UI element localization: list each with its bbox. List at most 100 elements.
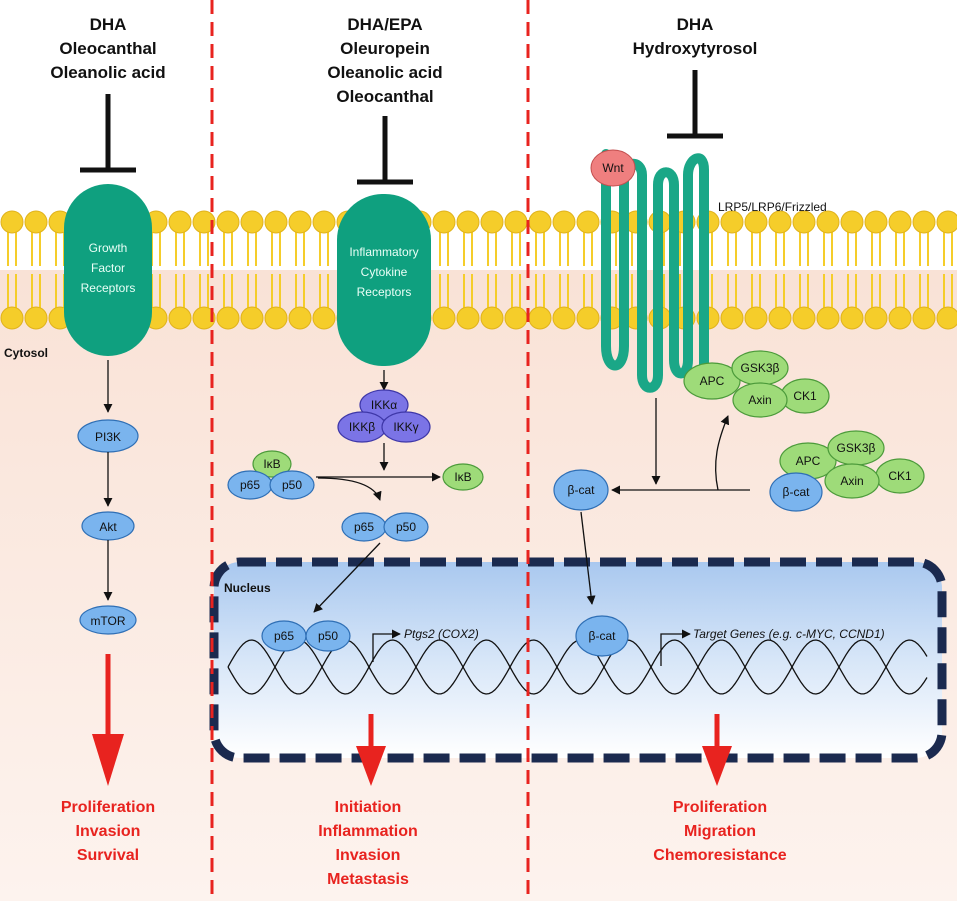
right-inhibitor-1: DHA: [677, 15, 714, 34]
lipid-head: [888, 306, 912, 330]
apc-label-upper: APC: [700, 374, 725, 388]
axin-node-upper: [732, 382, 788, 418]
lipid-head: [720, 210, 744, 234]
lipid-head: [216, 210, 240, 234]
lipid-head: [552, 306, 576, 330]
lipid-head: [528, 306, 552, 330]
axin-label-upper: Axin: [748, 393, 771, 407]
lipid-head: [576, 210, 600, 234]
growth-factor-receptor-label-3: Receptors: [81, 281, 136, 295]
lipid-head: [264, 210, 288, 234]
left-outcome-3: Survival: [77, 847, 139, 864]
cytokine-receptor-label-1: Inflammatory: [349, 245, 418, 259]
ck1-label-lower: CK1: [888, 469, 912, 483]
lipid-head: [912, 210, 936, 234]
middle-inhibitor-2: Oleuropein: [340, 39, 430, 58]
ikb-free-label: IκB: [454, 470, 471, 484]
middle-outcome-3: Invasion: [336, 847, 401, 864]
middle-inhibitor-4: Oleocanthal: [336, 87, 433, 106]
right-inhibition-symbol: [667, 70, 723, 139]
lipid-head: [912, 306, 936, 330]
right-outcome-arrow: [702, 714, 732, 786]
lipid-head: [576, 306, 600, 330]
lipid-head: [168, 306, 192, 330]
lipid-head: [288, 210, 312, 234]
wnt-label: Wnt: [602, 161, 624, 175]
lipid-head: [432, 306, 456, 330]
apc-node-upper: [683, 362, 741, 400]
lipid-head: [312, 210, 336, 234]
lipid-head: [432, 210, 456, 234]
arrow-release-nfkb: [317, 477, 382, 501]
lipid-head: [552, 210, 576, 234]
middle-outcome-arrow: [356, 714, 386, 786]
ikb-bound-label: IκB: [263, 457, 280, 471]
lipid-head: [744, 306, 768, 330]
p50-cyto-label: p50: [282, 478, 302, 492]
lipid-head: [816, 306, 840, 330]
lipid-head: [864, 210, 888, 234]
lipid-head: [768, 306, 792, 330]
p65-cyto-label: p65: [240, 478, 260, 492]
arrow-transcription-target: [660, 629, 691, 666]
pi3k-label: PI3K: [95, 430, 121, 444]
lipid-head: [768, 210, 792, 234]
lipid-head: [0, 210, 24, 234]
gsk3b-label-lower: GSK3β: [837, 441, 876, 455]
lipid-head: [24, 210, 48, 234]
gsk3b-label-upper: GSK3β: [741, 361, 780, 375]
lipid-head: [192, 306, 216, 330]
cytokine-receptor-label-2: Cytokine: [361, 265, 408, 279]
p50-free-node: [383, 512, 429, 542]
lipid-head: [456, 306, 480, 330]
growth-factor-receptor: [64, 184, 152, 356]
lipid-head: [792, 306, 816, 330]
arrow-nfkb-to-nucleus: [313, 542, 381, 613]
destruction-complex-lower: APC GSK3β Axin CK1 β-cat: [769, 430, 925, 512]
bcat-bound-label: β-cat: [783, 485, 811, 499]
akt-label: Akt: [99, 520, 117, 534]
axin-node-lower: [824, 463, 880, 499]
frizzled-receptor: [600, 149, 709, 395]
p65-nuclear-label: p65: [274, 629, 294, 643]
lipid-head: [192, 210, 216, 234]
cytosol-label: Cytosol: [4, 346, 48, 360]
ikb-free-node: [442, 463, 484, 491]
lipid-head: [792, 210, 816, 234]
lipid-head: [168, 210, 192, 234]
p50-free-label: p50: [396, 520, 416, 534]
gene-target-label: Target Genes (e.g. c-MYC, CCND1): [693, 627, 885, 641]
wnt-ligand: [590, 149, 636, 187]
lipid-head: [240, 210, 264, 234]
bcat-bound-node: [769, 472, 823, 512]
lipid-head: [504, 210, 528, 234]
left-inhibition-symbol: [80, 94, 136, 173]
middle-inhibitor-1: DHA/EPA: [347, 15, 422, 34]
p50-cyto-node: [269, 470, 315, 500]
middle-outcome-2: Inflammation: [318, 823, 418, 840]
ikb-bound-node: [252, 450, 292, 478]
lipid-head: [840, 306, 864, 330]
lipid-head: [720, 306, 744, 330]
left-inhibitor-2: Oleocanthal: [59, 39, 156, 58]
ikk-complex: IKKα IKKβ IKKγ: [337, 389, 431, 443]
lipid-head: [480, 306, 504, 330]
inflammatory-cytokine-receptor: [337, 194, 431, 366]
lipid-head: [456, 210, 480, 234]
lipid-head: [936, 210, 957, 234]
lipid-head: [312, 306, 336, 330]
bcat-nuclear-node: [575, 615, 629, 657]
lipid-head: [240, 306, 264, 330]
mtor-node: [79, 605, 137, 635]
lipid-head: [264, 306, 288, 330]
arrow-bcat-to-nucleus: [580, 511, 596, 605]
nucleus: [209, 557, 947, 763]
lipid-head: [288, 306, 312, 330]
left-outcome-2: Invasion: [76, 823, 141, 840]
bcat-cyto-label: β-cat: [568, 483, 596, 497]
arrow-transcription-cox2: [372, 629, 401, 662]
right-outcome-2: Migration: [684, 823, 756, 840]
lipid-head: [840, 210, 864, 234]
